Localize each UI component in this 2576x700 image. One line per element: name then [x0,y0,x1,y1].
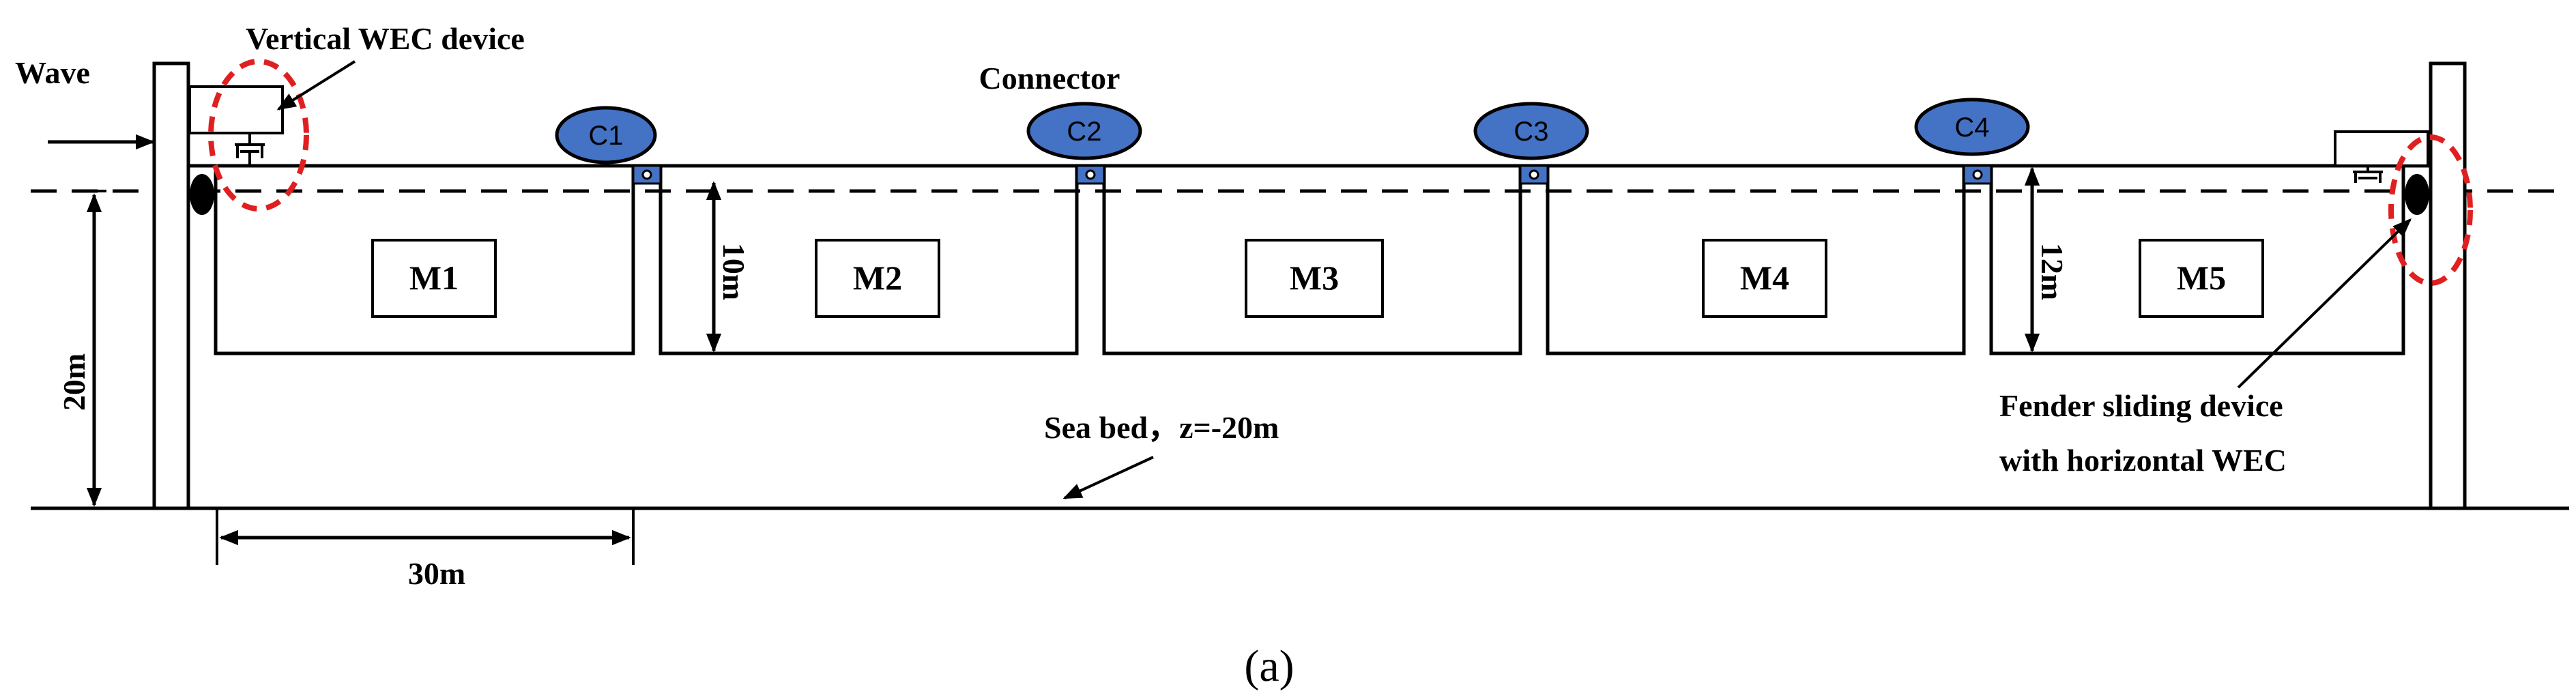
right-fender [2405,174,2429,215]
hull-m3 [1102,166,1522,355]
module-box-m3 [1245,239,1384,318]
dim-20m-label: 20m [57,353,91,411]
sea-bed-label: Sea bed，z=-20m [1044,410,1279,445]
connector-ellipses [555,98,2030,164]
hinge-4 [1963,164,1993,185]
connector-c1 [555,106,657,164]
hull-m4 [1546,166,1966,355]
module-label-m2: M2 [853,259,902,297]
dim-12m-label: 12m [2035,243,2070,300]
connector-label-c2: C2 [1067,117,1101,147]
left-fender [190,174,214,215]
sea-bed-leader [1062,456,1154,499]
module-label-m1: M1 [409,259,459,297]
connector-label-c4: C4 [1954,113,1989,143]
module-hulls [214,166,2405,355]
module-label-m5: M5 [2177,259,2226,297]
figure-caption: (a) [1244,641,1294,691]
module-boxes [371,239,2264,318]
fender-label-line2: with horizontal WEC [1999,443,2287,478]
left-pile [152,61,190,510]
connector-label-c3: C3 [1514,117,1548,147]
connector-c3 [1473,102,1589,160]
hull-m2 [659,166,1079,355]
hinge-1 [632,164,662,185]
module-label-m3: M3 [1290,259,1339,297]
module-box-m5 [2139,239,2264,318]
dim-30m-label: 30m [408,556,465,591]
hinges [632,164,1993,185]
vertical-wec-label: Vertical WEC device [246,21,525,56]
fender-leader [2237,218,2412,389]
connector-c4 [1914,98,2030,156]
right-wec-device [2334,130,2429,183]
connector-caption: Connector [979,61,1120,96]
hinge-3 [1519,164,1549,185]
right-pile [2429,61,2467,510]
fender-label-line1: Fender sliding device [1999,388,2283,423]
module-label-m4: M4 [1740,259,1789,297]
module-box-m1 [371,239,497,318]
wave-label: Wave [15,55,90,90]
right-highlight [2388,134,2473,286]
dim-10m-label: 10m [717,243,751,300]
hinge-2 [1075,164,1105,185]
module-box-m2 [815,239,940,318]
left-highlight [208,59,309,212]
module-box-m4 [1702,239,1827,318]
vertical-wec-leader [276,60,356,111]
connector-c2 [1026,102,1142,160]
connector-label-c1: C1 [588,121,623,151]
hull-m1 [214,166,635,355]
vertical-wec-device [188,85,284,166]
